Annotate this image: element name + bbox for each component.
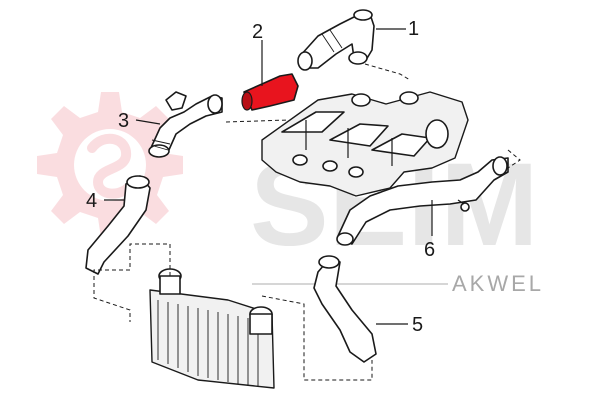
callout-3: 3	[118, 110, 129, 132]
part-1-elbow-connector	[297, 9, 375, 71]
callout-5: 5	[412, 314, 423, 336]
intercooler	[149, 268, 275, 389]
assembly-guide-lines	[93, 63, 521, 381]
brand-secondary-text: AKWEL	[452, 271, 544, 296]
callout-4: 4	[86, 190, 97, 212]
intake-manifold	[261, 91, 469, 197]
part-4-hose	[85, 175, 151, 275]
callout-2: 2	[252, 21, 263, 43]
leader-lines	[104, 28, 433, 325]
callout-6: 6	[424, 239, 435, 261]
callout-labels: 1 2 3 4 5 6	[86, 18, 435, 336]
gear-logo-watermark	[37, 92, 183, 238]
part-2-hose	[241, 73, 299, 111]
part-6-pipe	[336, 156, 509, 246]
callout-1: 1	[408, 18, 419, 40]
part-3-bracket-pipe	[148, 91, 223, 158]
part-5-hose	[313, 255, 377, 363]
